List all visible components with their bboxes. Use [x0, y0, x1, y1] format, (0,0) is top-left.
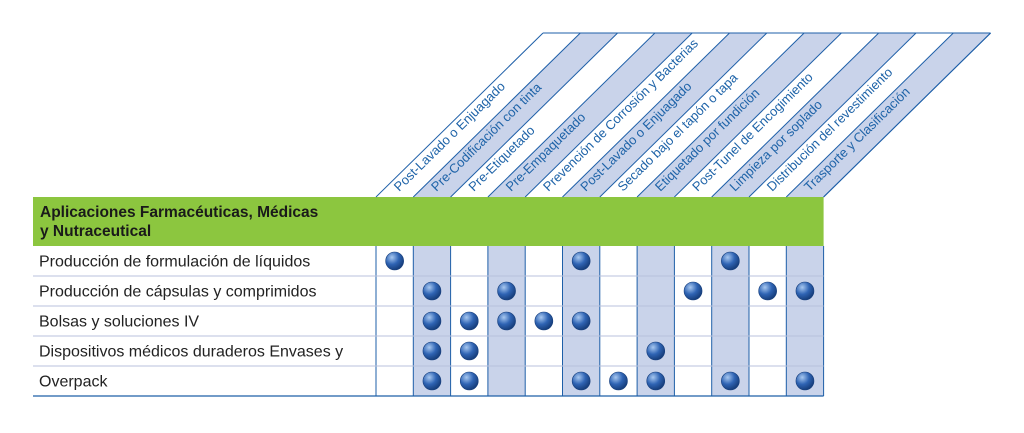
column-header-shade	[487, 33, 693, 197]
column-diagonal-line	[711, 32, 880, 198]
category-title-line1: Aplicaciones Farmacéuticas, Médicas	[40, 204, 318, 221]
application-dot	[683, 281, 703, 301]
column-diagonal-line	[674, 32, 842, 198]
application-dot	[422, 281, 442, 301]
column-header-shade	[562, 33, 767, 197]
column-header-shade	[786, 33, 991, 197]
application-dot	[385, 251, 404, 271]
column-shade	[786, 246, 824, 396]
application-dot	[571, 311, 591, 331]
application-dot	[459, 311, 479, 331]
category-title-line2: y Nutraceutical	[40, 223, 151, 240]
column-diagonal-line	[636, 32, 805, 198]
row-label: Bolsas y soluciones IV	[39, 314, 199, 331]
application-dot	[422, 341, 442, 361]
column-diagonal-line	[562, 32, 730, 198]
application-dot	[422, 371, 442, 391]
column-diagonal-line	[450, 32, 618, 198]
application-dot	[459, 341, 479, 361]
application-dot	[795, 281, 815, 301]
application-dot	[609, 371, 628, 391]
application-dot	[497, 281, 516, 301]
row-label: Producción de formulación de líquidos	[39, 254, 310, 271]
column-diagonal-line	[375, 32, 544, 198]
application-dot	[571, 251, 591, 271]
application-dot	[646, 341, 666, 361]
column-diagonal-line	[599, 32, 768, 198]
application-dot	[571, 371, 591, 391]
column-diagonal-line	[412, 32, 581, 198]
application-dot	[646, 371, 666, 391]
application-dot	[721, 251, 740, 271]
column-diagonal-line	[748, 32, 917, 198]
column-header-shade	[711, 33, 916, 197]
header-right-edge	[823, 32, 991, 198]
application-dot	[721, 371, 740, 391]
column-header-shade	[413, 33, 618, 197]
row-label: Overpack	[39, 374, 108, 391]
application-dot	[758, 281, 777, 301]
application-dot	[534, 311, 554, 331]
application-dot	[497, 311, 516, 331]
row-label: Producción de cápsulas y comprimidos	[39, 284, 316, 301]
column-diagonal-line	[524, 32, 693, 198]
column-shade	[711, 246, 749, 396]
column-shade	[637, 246, 675, 396]
application-dot	[795, 371, 815, 391]
category-header-band	[33, 197, 824, 246]
column-header-shade	[637, 33, 842, 197]
application-dot	[422, 311, 442, 331]
row-label: Dispositivos médicos duraderos Envases y	[39, 344, 343, 361]
column-diagonal-line	[785, 32, 954, 198]
column-diagonal-line	[487, 32, 656, 198]
application-dot	[459, 371, 479, 391]
